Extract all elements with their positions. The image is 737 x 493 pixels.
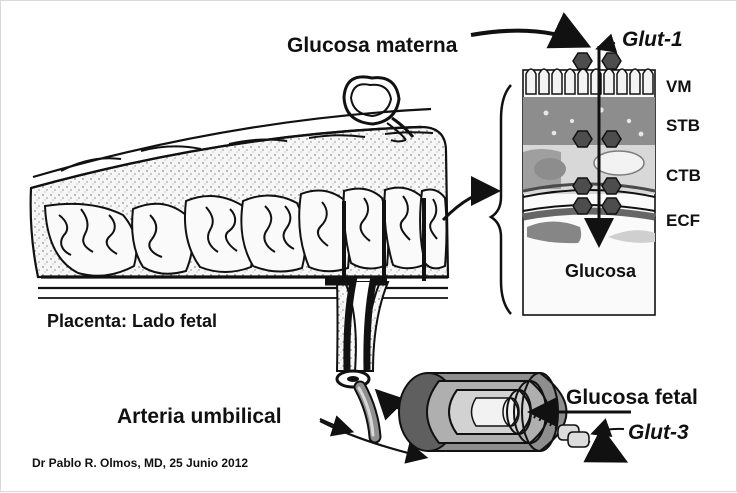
glucosa-fetal-label: Glucosa fetal [566,386,698,410]
placenta-label: Placenta: Lado fetal [47,311,217,332]
ecf-label: ECF [666,211,700,231]
ctb-label: CTB [666,166,701,186]
stb-label: STB [666,116,700,136]
glut-1-label: Glut-1 [622,28,683,52]
glucosa-label: Glucosa [565,261,636,282]
detail-bracket [491,85,511,314]
placenta-to-detail-arrow [443,191,495,220]
vm-label: VM [666,77,692,97]
umbilical-cord [325,282,388,371]
glucosa-materna-arrow [471,31,584,44]
arteria-umbilical-label: Arteria umbilical [117,405,282,429]
glut1-pointer [599,43,615,48]
credit-label: Dr Pablo R. Olmos, MD, 25 Junio 2012 [32,456,248,470]
glut-3-label: Glut-3 [628,421,689,445]
glucosa-materna-label: Glucosa materna [287,34,457,58]
